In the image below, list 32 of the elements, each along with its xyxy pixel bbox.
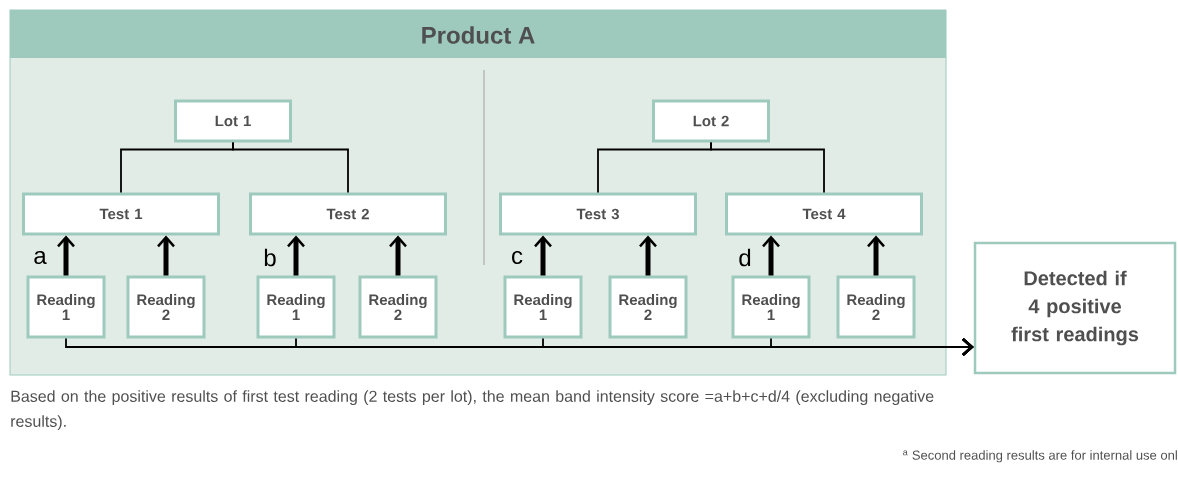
test-box: Test 3 <box>499 192 697 236</box>
up-arrow <box>762 235 780 276</box>
edge-label: b <box>264 248 276 267</box>
up-arrow <box>389 235 407 276</box>
edge-label: d <box>739 248 751 267</box>
reading-box: Reading 2 <box>836 275 916 339</box>
up-arrow <box>287 235 305 276</box>
connector-arrow <box>770 337 974 356</box>
reading-box: Reading 2 <box>126 275 206 339</box>
footnote: $^{a}$ Second reading results are for internal use onl <box>903 450 1177 463</box>
reading-box: Reading 1 <box>256 275 336 339</box>
lot-box: Lot 1 <box>174 99 292 143</box>
bracket-line <box>232 141 349 194</box>
edge-label: c <box>512 250 523 265</box>
edge-label: a <box>34 250 47 265</box>
caption: Based on the positive results of first test reading (2 tests per lot), the mean band intensity score =a+b+c+d/4 (excluding negative results). <box>11 390 934 431</box>
reading-box: Reading 1 <box>503 275 583 339</box>
reading-box: Reading 2 <box>358 275 438 339</box>
reading-box: Reading 1 <box>26 275 106 339</box>
test-box: Test 1 <box>22 192 220 236</box>
up-arrow <box>157 235 175 276</box>
test-box: Test 4 <box>725 192 923 236</box>
lot-box: Lot 2 <box>652 99 770 143</box>
up-arrow <box>534 235 552 276</box>
reading-box: Reading 2 <box>608 275 688 339</box>
reading-box: Reading 1 <box>731 275 811 339</box>
result-box: Detected if 4 positive first readings <box>973 241 1177 375</box>
test-box: Test 2 <box>249 192 447 236</box>
up-arrow <box>57 235 75 276</box>
up-arrow <box>639 235 657 276</box>
up-arrow <box>867 235 885 276</box>
bracket-line <box>710 141 825 194</box>
